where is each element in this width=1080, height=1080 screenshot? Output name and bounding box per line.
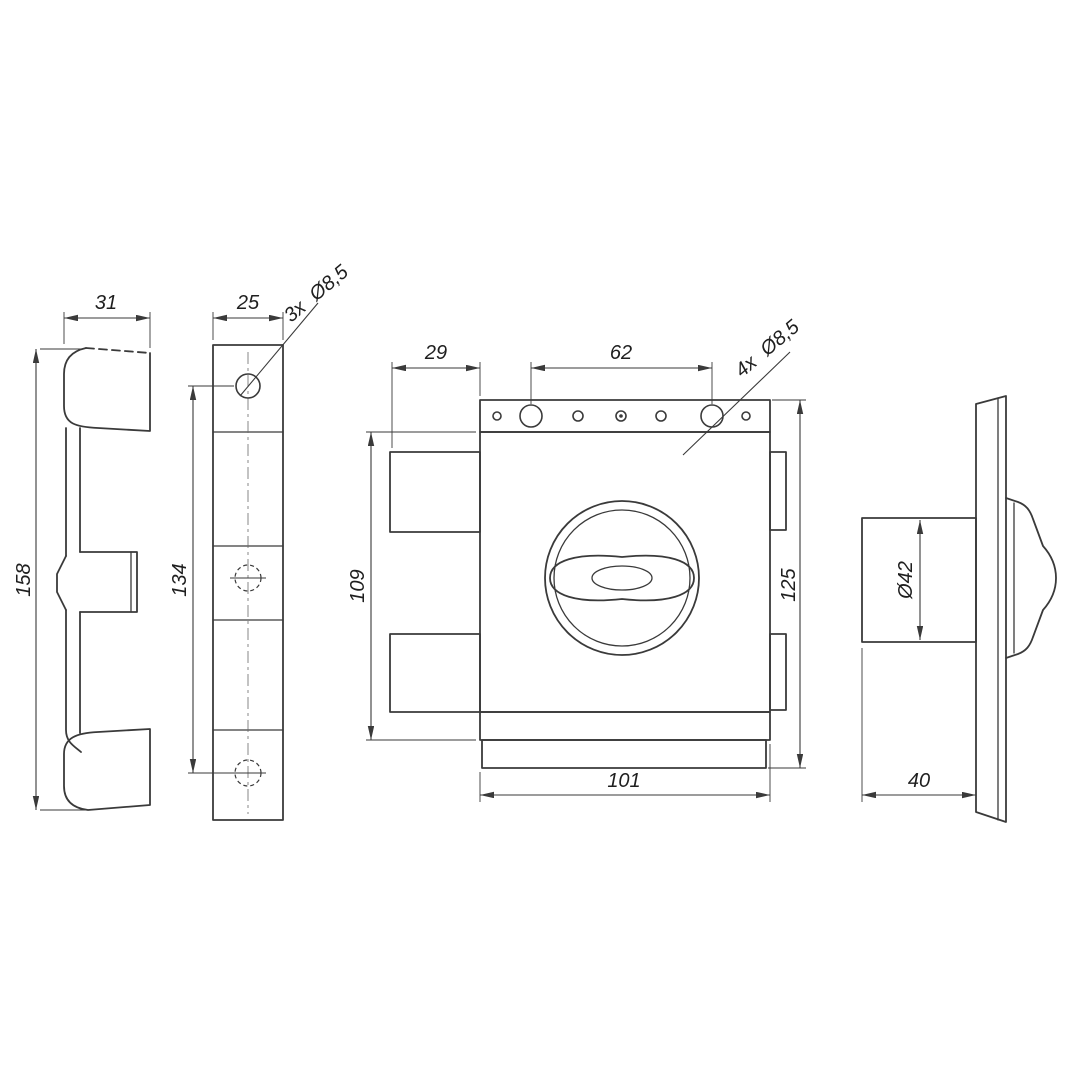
keeper-top-dashed-edge xyxy=(85,347,151,354)
flange-hole-small-2 xyxy=(572,410,584,422)
dim-label-case-depth: 40 xyxy=(908,770,930,792)
dim-label-strap-hole-dia: Ø8,5 xyxy=(305,260,354,306)
case-left-lug-top xyxy=(389,451,481,533)
keeper-strap-view: 25 3x Ø8,5 134 xyxy=(169,260,353,821)
dim-label-case-width: 101 xyxy=(607,770,640,792)
flange-hole-center xyxy=(615,410,627,422)
lock-side-view: Ø42 40 xyxy=(861,395,1057,823)
dim-label-hole-spacing: 62 xyxy=(610,342,632,364)
lock-front-view: 29 62 4x Ø8,5 109 125 101 xyxy=(347,315,806,802)
flange-hole-center-dot xyxy=(619,414,623,418)
case-hole-leader xyxy=(682,351,791,456)
flange-hole-big-right xyxy=(700,404,724,428)
case-hole-callout: 4x Ø8,5 xyxy=(731,315,804,381)
flange-hole-small-3 xyxy=(655,410,667,422)
case-bottom-plate xyxy=(481,739,767,769)
dim-label-case-hole-dia: Ø8,5 xyxy=(756,315,805,361)
dim-label-case-hole-count: 4x xyxy=(731,351,762,382)
strap-hole-callout: 3x Ø8,5 xyxy=(280,260,353,326)
strap-outline xyxy=(212,344,284,821)
dim-label-case-height-right: 125 xyxy=(778,567,800,601)
dim-label-keeper-width: 31 xyxy=(95,292,117,314)
dim-label-keeper-height: 158 xyxy=(13,563,35,596)
keeper-web-outer-lower xyxy=(65,609,82,753)
case-body xyxy=(479,431,771,713)
dim-label-case-height-left: 109 xyxy=(347,569,369,602)
case-top-flange xyxy=(479,399,771,433)
keeper-mid-chevron xyxy=(56,555,67,611)
case-bottom-strip xyxy=(479,711,771,741)
dim-label-strap-hole-count: 3x xyxy=(280,296,311,327)
dim-label-cylinder-dia: Ø42 xyxy=(895,561,917,600)
knob-side-profile xyxy=(1005,497,1057,659)
keeper-bottom-flange xyxy=(63,728,151,811)
flange-hole-big-left xyxy=(519,404,543,428)
flange-hole-small-4 xyxy=(741,411,751,421)
dim-label-strap-width: 25 xyxy=(236,292,260,314)
case-right-tab-top xyxy=(769,451,787,531)
keeper-side-view: 31 158 xyxy=(13,292,151,811)
knob-inner-circle xyxy=(553,509,691,647)
strap-top-hole xyxy=(235,373,261,399)
flange-hole-small-1 xyxy=(492,411,502,421)
knob-outer-circle xyxy=(544,500,700,656)
dim-label-lug-depth: 29 xyxy=(424,342,447,364)
case-left-lug-bottom xyxy=(389,633,481,713)
faceplate xyxy=(975,395,1007,823)
keeper-mid-tab xyxy=(79,551,138,613)
cylinder-housing xyxy=(861,517,977,643)
case-right-tab-bottom xyxy=(769,633,787,711)
dim-label-strap-pitch: 134 xyxy=(169,563,191,596)
keeper-top-flange xyxy=(63,347,151,432)
knob-thumbturn xyxy=(549,554,695,602)
strap-hole-leader xyxy=(239,302,319,397)
knob-center-ellipse xyxy=(591,565,653,591)
